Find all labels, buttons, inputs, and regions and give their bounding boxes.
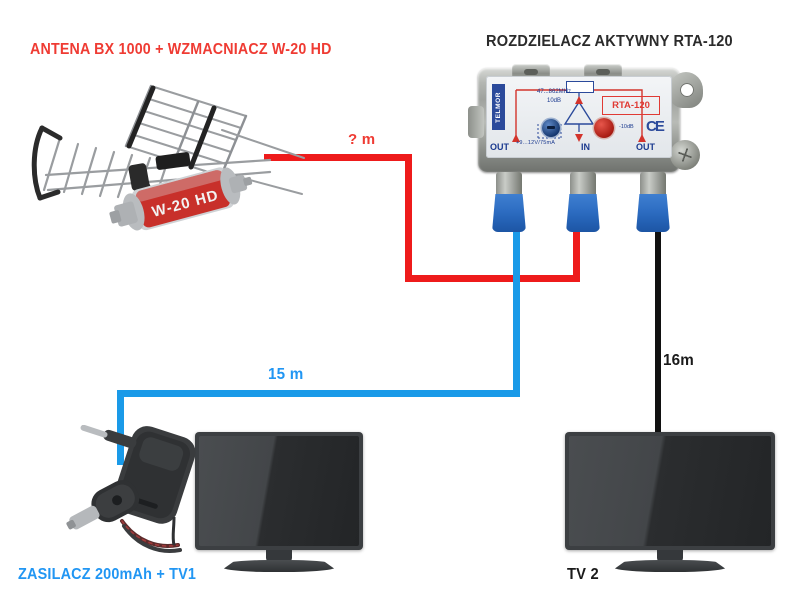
splitter-power-spec: +9...12V/75mA <box>516 140 556 146</box>
cable-blue-segment-v2 <box>117 390 124 465</box>
splitter-model-badge: RTA-120 <box>602 96 660 115</box>
splitter-port-label-out-left: OUT <box>490 142 509 152</box>
television-tv1 <box>195 432 363 574</box>
splitter-schematic <box>512 89 646 142</box>
cable-black-segment-v1 <box>655 185 661 445</box>
splitter-rta-120: TELMOR 47...862MHz 10dB <box>464 62 710 232</box>
splitter-title-label: ROZDZIELACZ AKTYWNY RTA-120 <box>486 33 733 50</box>
cable-red-segment-v2 <box>573 185 580 282</box>
cable-blue-segment-h1 <box>117 390 520 397</box>
tv1-screen <box>199 436 359 546</box>
splitter-connector-in <box>566 172 600 232</box>
splitter-power-jack <box>542 119 560 137</box>
tv2-title-label: TV 2 <box>567 566 599 583</box>
television-tv2 <box>565 432 775 574</box>
antenna-icon <box>31 84 305 223</box>
ce-mark-icon: CE <box>646 118 665 135</box>
splitter-port-label-in: IN <box>581 142 590 152</box>
cable-red-segment-h2 <box>405 275 580 282</box>
splitter-port-label-out-right: OUT <box>636 142 655 152</box>
splitter-connector-out-right <box>636 172 670 232</box>
splitter-symbol-box <box>566 81 594 93</box>
splitter-frequency-spec: 47...862MHz 10dB <box>536 89 572 104</box>
tv2-screen <box>569 436 771 546</box>
cable-red-segment-v1 <box>405 154 412 282</box>
splitter-left-ear <box>468 106 484 138</box>
cable-blue-segment-v1 <box>513 185 520 397</box>
amplifier-w20-hd: W-20 HD <box>108 160 256 238</box>
power-supply-200mah <box>62 424 242 560</box>
tv1-stand-neck <box>266 550 292 562</box>
tv2-stand-base <box>610 560 730 572</box>
cable-length-tv1-label: 15 m <box>268 366 304 383</box>
splitter-connector-out-left <box>492 172 526 232</box>
splitter-mount-hole <box>669 72 703 108</box>
antenna-title-label: ANTENA BX 1000 + WZMACNIACZ W-20 HD <box>30 41 332 58</box>
power-supply-icon <box>66 424 196 553</box>
tv1-bezel <box>195 432 363 550</box>
cable-length-antenna-label: ? m <box>348 131 376 148</box>
antenna-bx-1000: W-20 HD <box>8 72 308 272</box>
amplifier-icon: W-20 HD <box>109 167 253 231</box>
tv1-title-label: ZASILACZ 200mAh + TV1 <box>18 566 197 583</box>
splitter-attenuation-spec: -10dB <box>619 124 634 130</box>
splitter-faceplate: TELMOR 47...862MHz 10dB <box>486 76 672 158</box>
cable-length-tv2-label: 16m <box>663 352 694 369</box>
tv2-stand-neck <box>657 550 683 562</box>
cable-red-segment-h1 <box>264 154 412 161</box>
tv2-bezel <box>565 432 775 550</box>
splitter-attenuator-knob <box>594 118 614 138</box>
splitter-ground-screw <box>670 140 700 170</box>
tv1-stand-base <box>219 560 339 572</box>
